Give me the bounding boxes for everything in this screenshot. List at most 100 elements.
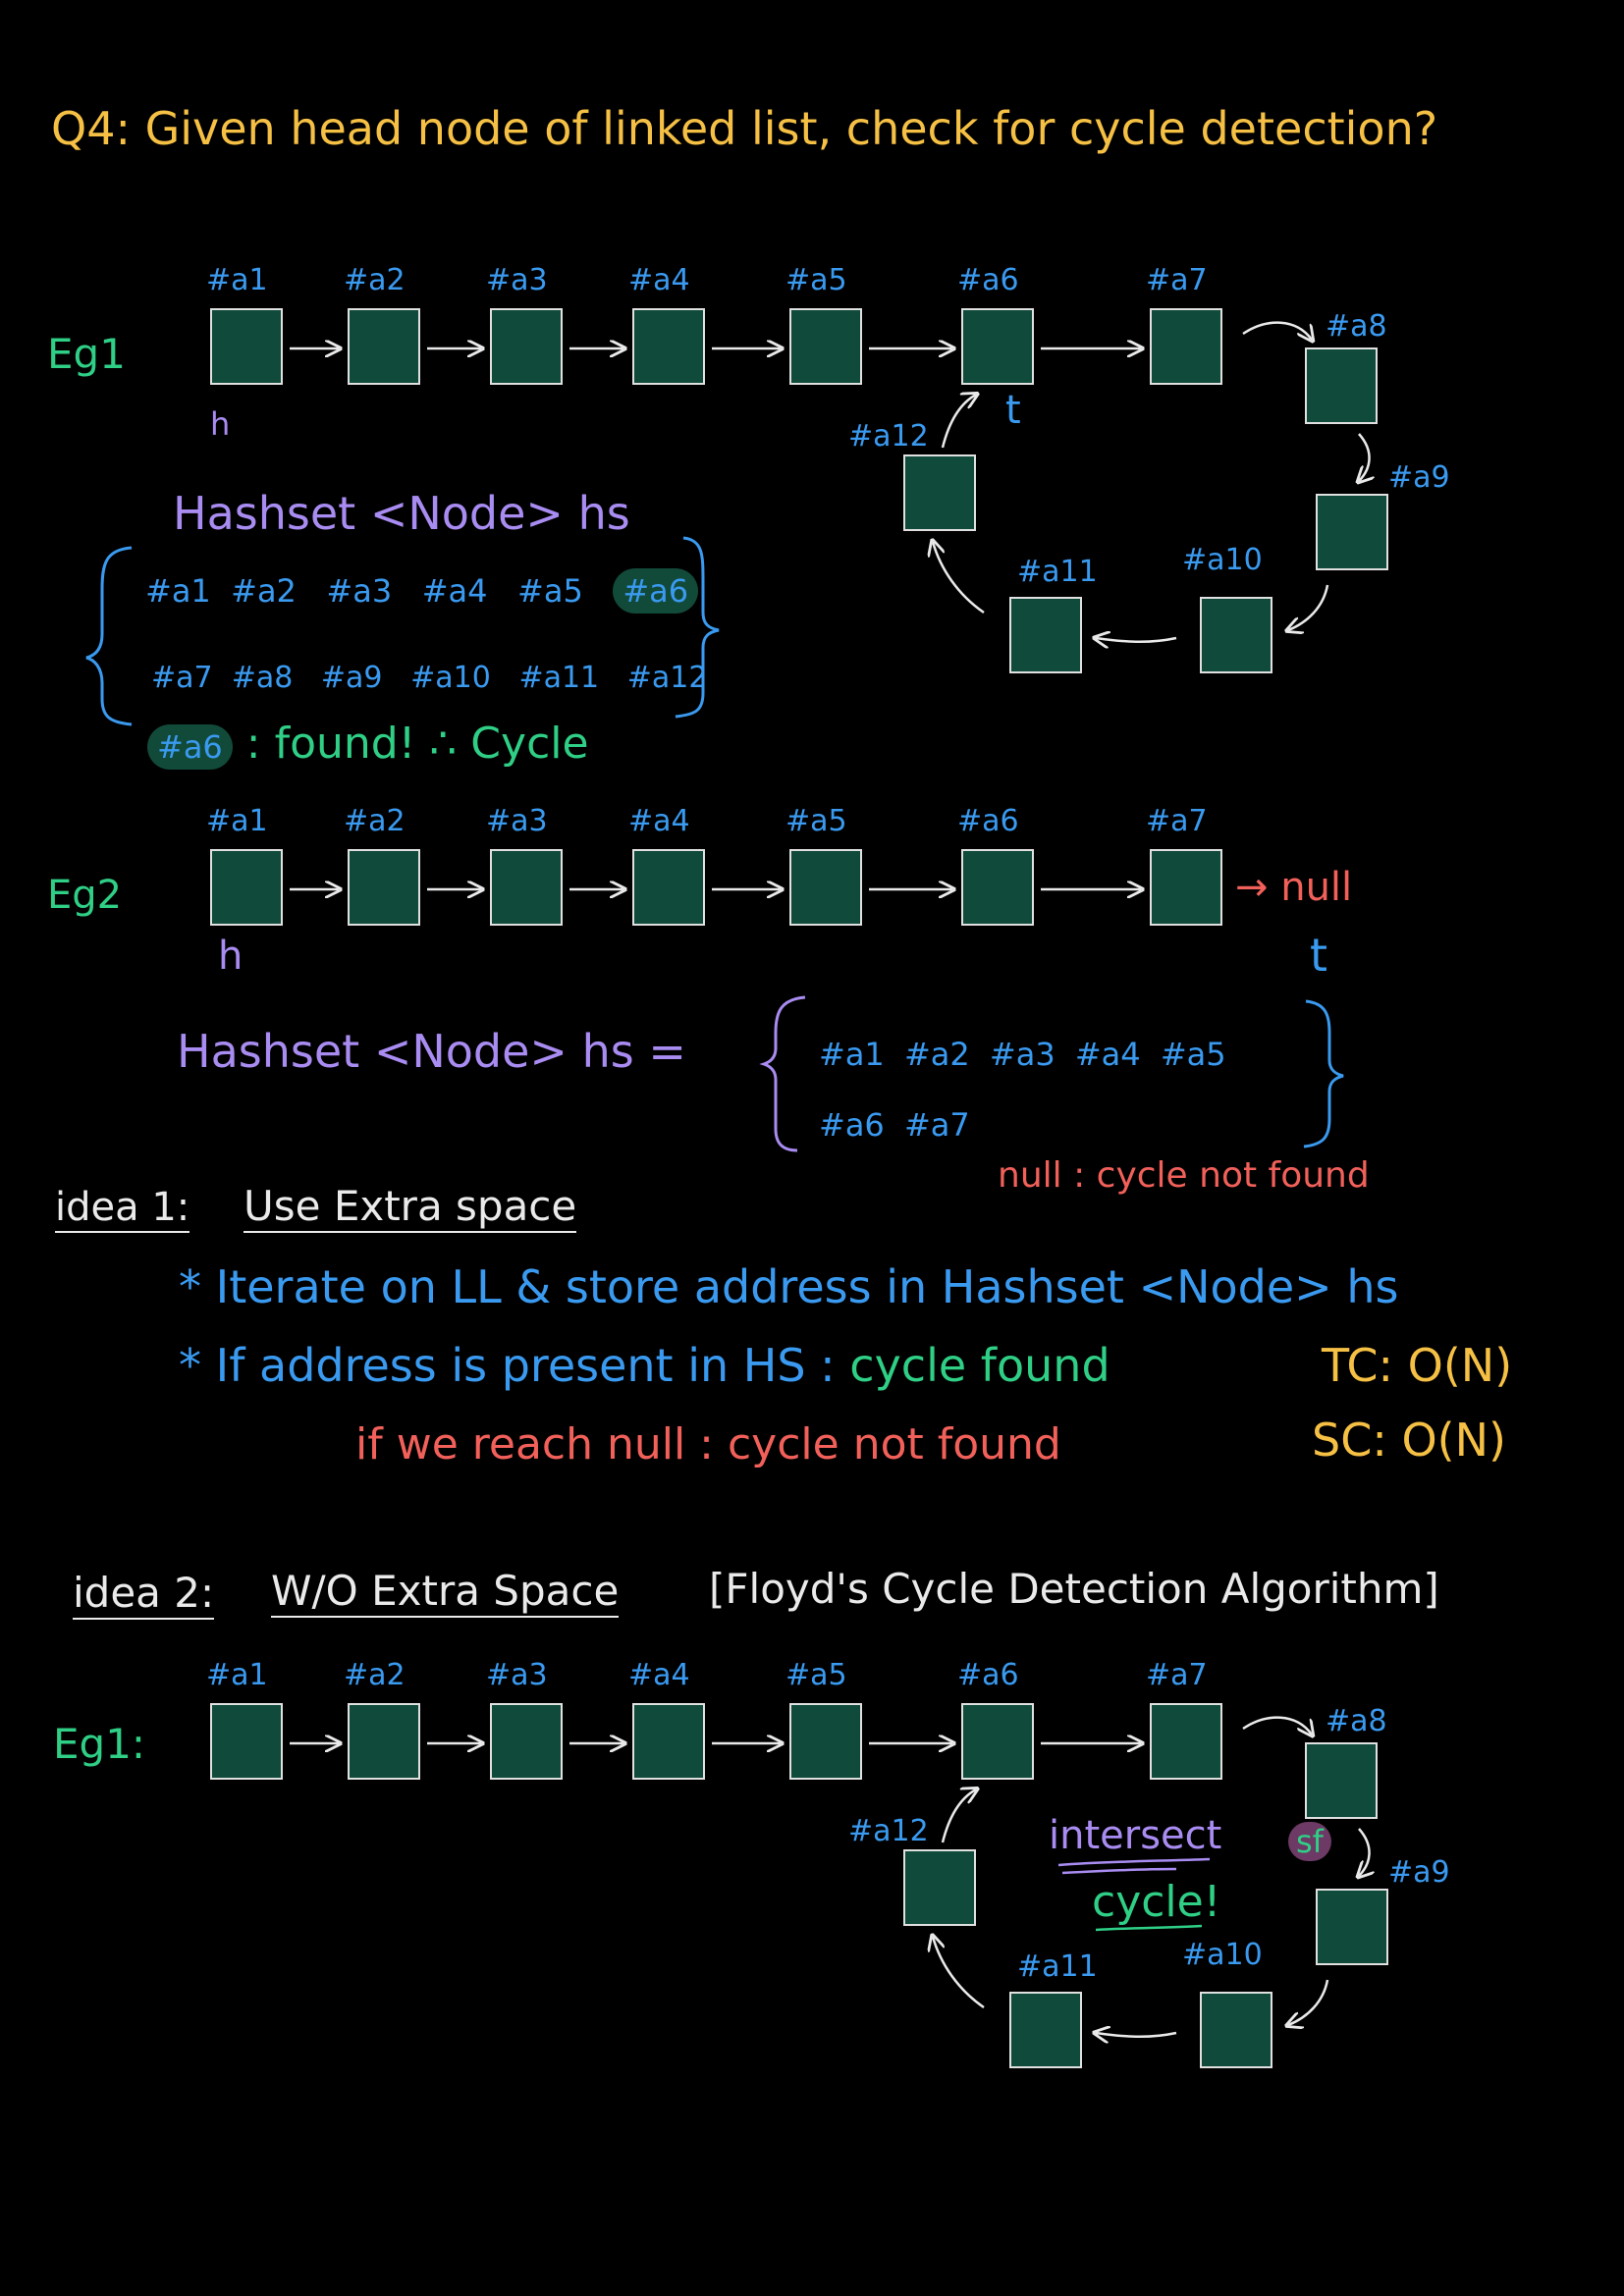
list-node-label-idea2-node-8: #a8 <box>1326 1704 1387 1738</box>
eg1-set-row1-item-2: #a2 <box>231 572 297 610</box>
list-node-label-eg2-node-4: #a4 <box>628 804 690 838</box>
list-node-label-idea2-node-12: #a12 <box>848 1814 929 1848</box>
eg1-found-node: #a6 <box>147 724 233 770</box>
list-node-eg1-node-6 <box>961 308 1034 385</box>
list-node-idea2-node-2 <box>348 1703 420 1780</box>
list-node-idea2-node-10 <box>1200 1992 1272 2068</box>
list-node-label-idea2-node-4: #a4 <box>628 1658 690 1692</box>
eg2-head-label: h <box>218 934 244 979</box>
idea2-node-arrow-10-11 <box>1096 2033 1177 2037</box>
list-node-label-eg1-node-11: #a11 <box>1017 555 1098 589</box>
list-node-eg1-node-3 <box>490 308 563 385</box>
list-node-idea2-node-6 <box>961 1703 1034 1780</box>
list-node-label-eg2-node-6: #a6 <box>957 804 1019 838</box>
idea1-title: idea 1: <box>55 1188 190 1233</box>
idea2-eg-title: Eg1: <box>53 1720 146 1768</box>
idea2-intersect: intersect <box>1049 1813 1222 1858</box>
list-node-eg2-node-6 <box>961 849 1034 926</box>
idea1-bullet1: * Iterate on LL & store address in Hashs… <box>179 1260 1399 1313</box>
idea2-node-arrow-11-12 <box>933 1937 985 2009</box>
list-node-label-eg1-node-3: #a3 <box>486 263 548 297</box>
list-node-label-eg1-node-8: #a8 <box>1326 309 1387 344</box>
idea1-bullet2: * If address is present in HS : cycle fo… <box>179 1343 1110 1388</box>
list-node-eg2-node-7 <box>1150 849 1222 926</box>
list-node-idea2-node-1 <box>210 1703 283 1780</box>
idea2-node-arrow-8-9 <box>1359 1828 1370 1876</box>
idea2-cycle: cycle! <box>1092 1877 1221 1927</box>
eg1-set-row2-item-6: #a12 <box>626 661 708 695</box>
list-node-label-eg1-node-2: #a2 <box>344 263 406 297</box>
eg1-hashset-title: Hashset <Node> hs <box>173 487 630 540</box>
idea2-bracket: [Floyd's Cycle Detection Algorithm] <box>709 1565 1439 1613</box>
list-node-eg1-node-11 <box>1009 597 1082 673</box>
cycle-underline <box>1095 1924 1203 1932</box>
list-node-eg1-node-10 <box>1200 597 1272 673</box>
list-node-idea2-node-5 <box>789 1703 862 1780</box>
idea1-line3-found: found <box>937 1419 1061 1469</box>
list-node-label-eg1-node-7: #a7 <box>1146 263 1208 297</box>
eg1-found-line: #a6 : found! ∴ Cycle <box>147 722 589 770</box>
eg1-set-row1-item-5: #a5 <box>517 572 583 610</box>
list-node-label-idea2-node-7: #a7 <box>1146 1658 1208 1692</box>
eg2-linked-list: #a1#a2#a3#a4#a5#a6#a7 <box>206 804 1222 926</box>
eg1-node-arrow-11-12 <box>933 542 985 614</box>
list-node-label-idea2-node-1: #a1 <box>206 1658 268 1692</box>
list-node-label-idea2-node-9: #a9 <box>1388 1855 1450 1890</box>
eg1-set-row1-item-3: #a3 <box>326 572 393 610</box>
list-node-label-idea2-node-5: #a5 <box>785 1658 847 1692</box>
idea1-sc: SC: O(N) <box>1312 1414 1506 1467</box>
list-node-label-idea2-node-6: #a6 <box>957 1658 1019 1692</box>
idea2-node-arrow-7-8 <box>1242 1716 1312 1735</box>
idea2-title: idea 2: <box>73 1573 215 1620</box>
eg2-hashset-open-brace <box>759 995 806 1152</box>
list-node-idea2-node-11 <box>1009 1992 1082 2068</box>
list-node-eg1-node-1 <box>210 308 283 385</box>
eg1-tail-label: t <box>1005 388 1021 433</box>
list-node-eg2-node-3 <box>490 849 563 926</box>
eg1-node-arrow-12-6 <box>941 395 976 449</box>
eg2-title: Eg2 <box>47 873 123 918</box>
list-node-eg1-node-8 <box>1305 347 1378 424</box>
eg1-head-label: h <box>210 405 231 443</box>
list-node-label-eg2-node-1: #a1 <box>206 804 268 838</box>
eg1-node-arrow-7-8 <box>1242 321 1312 340</box>
eg1-set-row1-highlight: #a6 <box>613 568 699 614</box>
eg1-node-arrow-8-9 <box>1359 433 1370 481</box>
list-node-label-eg1-node-5: #a5 <box>785 263 847 297</box>
eg2-not-found: null : cycle not found <box>998 1155 1370 1196</box>
list-node-idea2-node-4 <box>632 1703 705 1780</box>
list-node-eg2-node-5 <box>789 849 862 926</box>
eg1-set-row2-item-5: #a11 <box>518 661 600 695</box>
list-node-label-eg1-node-4: #a4 <box>628 263 690 297</box>
list-node-idea2-node-3 <box>490 1703 563 1780</box>
eg1-set-row2: #a7 #a8 #a9 #a10 #a11 #a12 <box>151 664 707 693</box>
idea1-bullet2-text: * If address is present in HS : <box>179 1339 850 1392</box>
list-node-eg1-node-9 <box>1316 494 1388 570</box>
idea2-node-arrow-12-6 <box>941 1789 976 1843</box>
list-node-eg1-node-12 <box>903 454 976 531</box>
list-node-label-eg1-node-9: #a9 <box>1388 460 1450 495</box>
list-node-label-idea2-node-2: #a2 <box>344 1658 406 1692</box>
idea1-cycle-found: cycle found <box>849 1339 1110 1392</box>
idea1-line3-text: if we reach null : cycle not <box>355 1419 938 1469</box>
list-node-idea2-node-12 <box>903 1849 976 1926</box>
list-node-eg2-node-1 <box>210 849 283 926</box>
question-title: Q4: Given head node of linked list, chec… <box>51 102 1438 155</box>
eg1-set-row2-item-2: #a8 <box>231 661 294 695</box>
list-node-eg2-node-2 <box>348 849 420 926</box>
list-node-eg1-node-5 <box>789 308 862 385</box>
eg1-title: Eg1 <box>47 330 126 378</box>
list-node-label-idea2-node-3: #a3 <box>486 1658 548 1692</box>
eg1-node-arrow-9-10 <box>1288 584 1329 630</box>
eg1-set-row1: #a1 #a2 #a3 #a4 #a5 #a6 <box>145 568 699 614</box>
list-node-label-eg1-node-10: #a10 <box>1182 543 1263 577</box>
idea1-heading: Use Extra space <box>244 1186 577 1233</box>
list-node-label-eg1-node-1: #a1 <box>206 263 268 297</box>
list-node-label-eg1-node-12: #a12 <box>848 419 929 454</box>
list-node-label-idea2-node-11: #a11 <box>1017 1949 1098 1984</box>
eg2-null-label: → null <box>1235 865 1353 910</box>
list-node-label-eg2-node-2: #a2 <box>344 804 406 838</box>
eg1-hashset-open-brace <box>85 546 133 726</box>
eg1-set-row2-item-3: #a9 <box>320 661 383 695</box>
